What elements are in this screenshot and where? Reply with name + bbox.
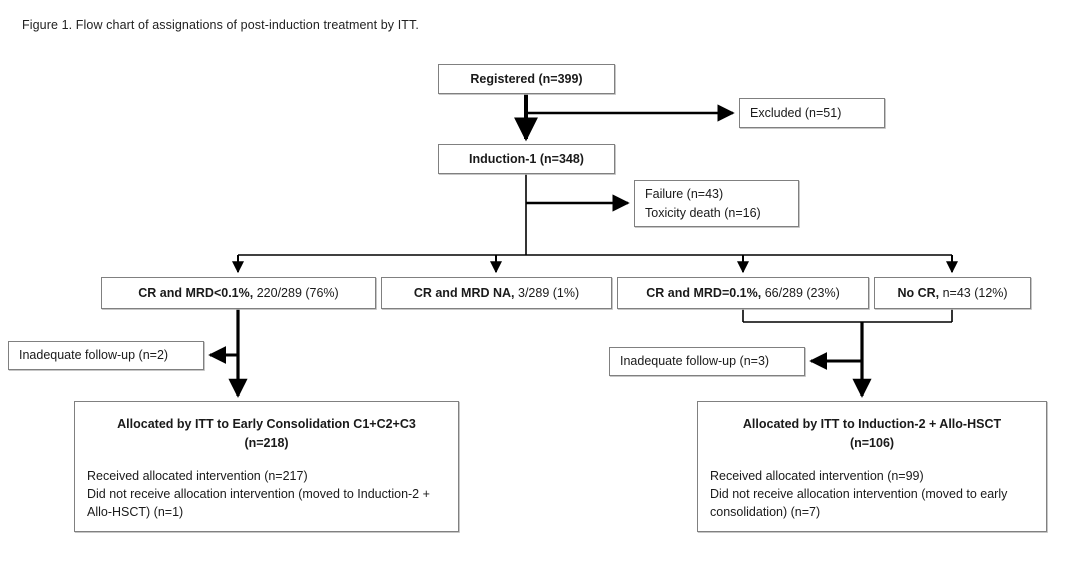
node-cr-mrd-na-rest: 3/289 (1%) [514, 285, 580, 300]
node-excluded[interactable]: Excluded (n=51) [739, 98, 885, 128]
figure-caption: Figure 1. Flow chart of assignations of … [22, 18, 419, 32]
node-toxicity-death-label: Toxicity death (n=16) [645, 205, 761, 220]
node-registered-label: Registered (n=399) [470, 71, 583, 86]
node-allocated-early-consolidation-head-1: Allocated by ITT to Early Consolidation … [117, 417, 416, 431]
node-induction-1-label: Induction-1 (n=348) [469, 151, 584, 166]
node-cr-mrd-eq-bold: CR and MRD=0.1%, [646, 285, 762, 300]
node-inadequate-followup-left-label: Inadequate follow-up (n=2) [19, 348, 169, 363]
node-failure-label: Failure (n=43) [645, 187, 724, 202]
node-cr-mrd-na-bold: CR and MRD NA, [413, 285, 515, 300]
node-cr-mrd-low-label: CR and MRD<0.1%, 220/289 (76%) [138, 284, 338, 302]
node-no-cr[interactable]: No CR, n=43 (12%) [874, 277, 1031, 309]
node-allocated-early-consolidation[interactable]: Allocated by ITT to Early Consolidation … [74, 401, 459, 532]
node-cr-mrd-low-rest: 220/289 (76%) [253, 285, 339, 300]
node-allocated-early-consolidation-body-1: Received allocated intervention (n=217) [87, 468, 308, 483]
node-cr-mrd-na[interactable]: CR and MRD NA, 3/289 (1%) [381, 277, 612, 309]
node-allocated-induction2-body-1: Received allocated intervention (n=99) [710, 468, 924, 483]
node-no-cr-bold: No CR, [897, 285, 940, 300]
node-cr-mrd-eq-label: CR and MRD=0.1%, 66/289 (23%) [646, 284, 840, 302]
node-cr-mrd-low[interactable]: CR and MRD<0.1%, 220/289 (76%) [101, 277, 376, 309]
node-induction-1[interactable]: Induction-1 (n=348) [438, 144, 615, 174]
node-cr-mrd-low-bold: CR and MRD<0.1%, [138, 285, 254, 300]
node-failure-toxicity[interactable]: Failure (n=43) Toxicity death (n=16) [634, 180, 799, 227]
node-registered[interactable]: Registered (n=399) [438, 64, 615, 94]
node-allocated-early-consolidation-body-2: Did not receive allocation intervention … [87, 486, 430, 519]
node-no-cr-label: No CR, n=43 (12%) [897, 284, 1007, 302]
node-allocated-induction2-body-2: Did not receive allocation intervention … [710, 486, 1008, 519]
node-inadequate-followup-right[interactable]: Inadequate follow-up (n=3) [609, 347, 805, 376]
node-cr-mrd-eq-rest: 66/289 (23%) [761, 285, 840, 300]
node-allocated-induction2-head-1: Allocated by ITT to Induction-2 + Allo-H… [742, 417, 1002, 431]
node-inadequate-followup-left[interactable]: Inadequate follow-up (n=2) [8, 341, 204, 370]
node-inadequate-followup-right-label: Inadequate follow-up (n=3) [620, 354, 770, 369]
node-allocated-induction2-head-2: (n=106) [849, 435, 895, 450]
node-no-cr-rest: n=43 (12%) [939, 285, 1008, 300]
node-cr-mrd-na-label: CR and MRD NA, 3/289 (1%) [414, 284, 579, 302]
node-excluded-label: Excluded (n=51) [750, 105, 842, 120]
node-cr-mrd-eq[interactable]: CR and MRD=0.1%, 66/289 (23%) [617, 277, 869, 309]
node-allocated-early-consolidation-head-2: (n=218) [244, 435, 289, 450]
node-allocated-induction2-allo-hsct[interactable]: Allocated by ITT to Induction-2 + Allo-H… [697, 401, 1047, 532]
